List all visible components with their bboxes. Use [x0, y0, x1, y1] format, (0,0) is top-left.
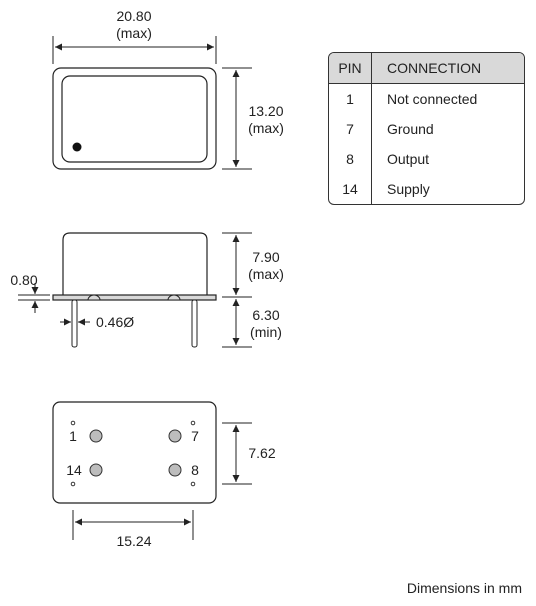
- connection-cell: Supply: [387, 181, 430, 197]
- top-view: 20.80 (max) 13.20 (max): [52, 8, 284, 170]
- pin-spacing-vertical-value: 7.62: [248, 445, 275, 461]
- width-value: 20.80: [116, 8, 151, 24]
- units-footnote: Dimensions in mm: [406, 580, 522, 596]
- pin-label-7: 7: [191, 428, 199, 444]
- side-view: 7.90 (max) 6.30 (min) 0.80 0.46Ø: [10, 232, 284, 348]
- pin-label-14: 14: [66, 462, 82, 478]
- pin-label-1: 1: [69, 428, 77, 444]
- pin-7-pad: [168, 429, 182, 443]
- base-thickness-value: 0.80: [10, 272, 37, 288]
- pin-number-cell: 8: [329, 144, 372, 174]
- bottom-view-outline: [52, 401, 217, 504]
- side-view-pin-left: [71, 299, 78, 348]
- pin-number-cell: 7: [329, 114, 372, 144]
- pin-1-tick: [70, 420, 76, 426]
- table-row: 14 Supply: [329, 174, 524, 204]
- top-view-inner-outline: [61, 75, 208, 163]
- pin-connection-table: PIN CONNECTION 1 Not connected 7 Ground …: [328, 52, 525, 205]
- table-row: 1 Not connected: [329, 84, 524, 114]
- pin-7-tick: [190, 420, 196, 426]
- pin-14-tick: [70, 481, 76, 487]
- pin-length-value: 6.30: [252, 307, 279, 323]
- pin-column-header: PIN: [329, 53, 372, 84]
- standoff-right: [167, 294, 181, 301]
- pin-8-tick: [190, 481, 196, 487]
- height-note: (max): [248, 120, 284, 136]
- height-value: 13.20: [248, 103, 283, 119]
- pin-length-note: (min): [250, 324, 282, 340]
- body-height-value: 7.90: [252, 249, 279, 265]
- connection-column-header: CONNECTION: [372, 53, 524, 84]
- side-view-base-plate: [52, 294, 217, 301]
- connection-cell: Not connected: [387, 91, 478, 107]
- bottom-view: 1 7 14 8 7.62 15.24: [52, 401, 276, 549]
- pin-1-pad: [89, 429, 103, 443]
- pin-diameter-value: 0.46Ø: [96, 314, 134, 330]
- pin-14-pad: [89, 463, 103, 477]
- pin1-marker-dot: [72, 142, 82, 152]
- pin-spacing-horizontal-value: 15.24: [116, 533, 151, 549]
- body-height-note: (max): [248, 266, 284, 282]
- width-note: (max): [116, 25, 152, 41]
- standoff-left: [87, 294, 101, 301]
- top-view-outer-outline: [52, 67, 217, 170]
- connection-cell: Output: [387, 151, 430, 167]
- pin-number-cell: 1: [329, 84, 372, 114]
- table-row: 8 Output: [329, 144, 524, 174]
- connection-cell: Ground: [387, 121, 434, 137]
- table-row: 7 Ground: [329, 114, 524, 144]
- side-view-pin-right: [191, 299, 198, 348]
- pin-label-8: 8: [191, 462, 199, 478]
- pin-table-header-row: PIN CONNECTION: [329, 53, 524, 84]
- side-view-body: [62, 232, 208, 295]
- pin-8-pad: [168, 463, 182, 477]
- pin-number-cell: 14: [329, 174, 372, 204]
